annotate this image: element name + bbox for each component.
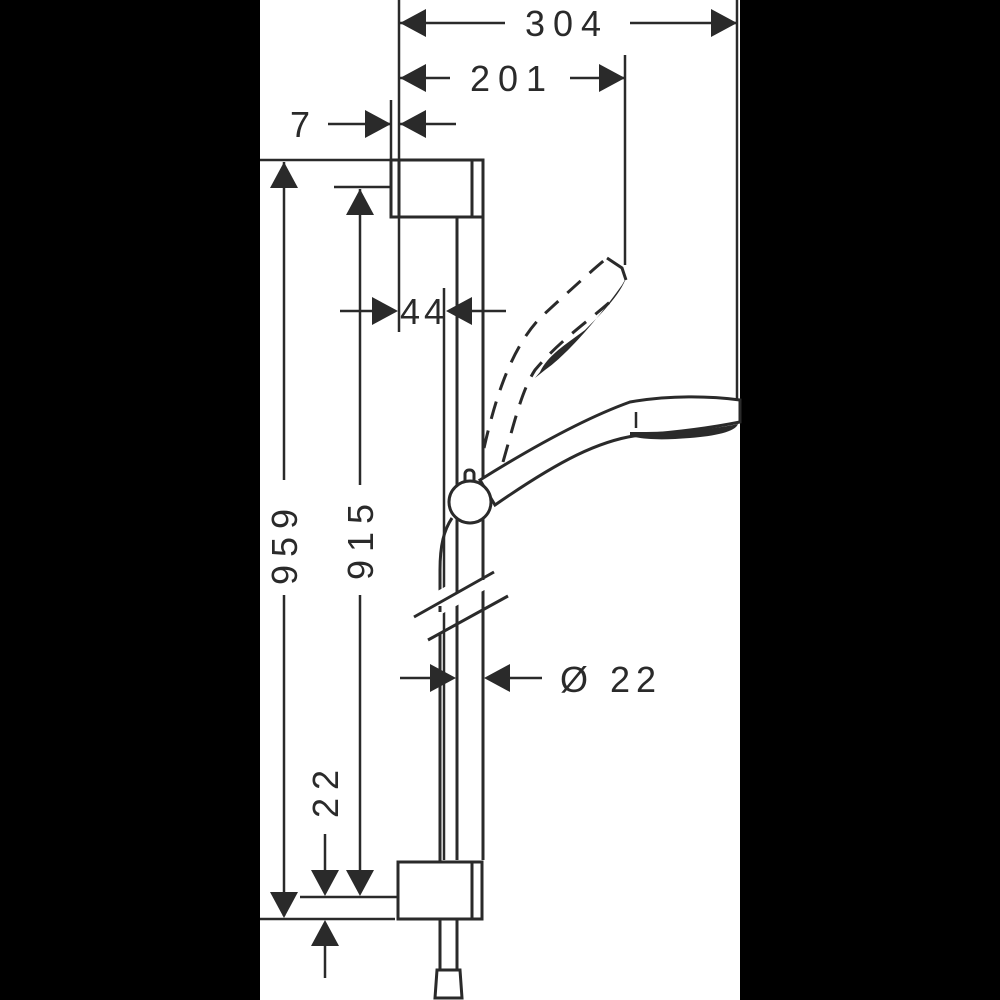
rail [397, 217, 485, 860]
hose [438, 517, 454, 865]
handshower [477, 395, 742, 508]
dimension-diameter-label: Ø 22 [560, 659, 662, 700]
dimension-7: 7 [290, 100, 456, 160]
dimension-915-label: 915 [340, 496, 381, 580]
dimension-44: 44 [340, 288, 506, 860]
handshower-alternate-position [482, 256, 628, 463]
slider-knob [447, 468, 493, 525]
dimension-304-label: 304 [525, 3, 609, 44]
top-wall-bracket [389, 158, 485, 219]
dimension-959: 959 [264, 162, 305, 918]
dimension-201: 201 [400, 55, 627, 265]
dimension-44-label: 44 [400, 291, 448, 332]
dimension-22-label: 22 [305, 762, 346, 818]
dimension-201-label: 201 [470, 58, 554, 99]
dimension-304: 304 [397, 0, 739, 400]
dimension-915: 915 [340, 189, 381, 896]
dimension-22-bottom: 22 [305, 762, 346, 978]
dimension-diameter-22: Ø 22 [400, 659, 662, 700]
break-marks [406, 562, 509, 642]
dimension-7-label: 7 [290, 104, 318, 145]
bottom-wall-bracket [396, 860, 484, 1000]
dimension-959-label: 959 [264, 501, 305, 585]
